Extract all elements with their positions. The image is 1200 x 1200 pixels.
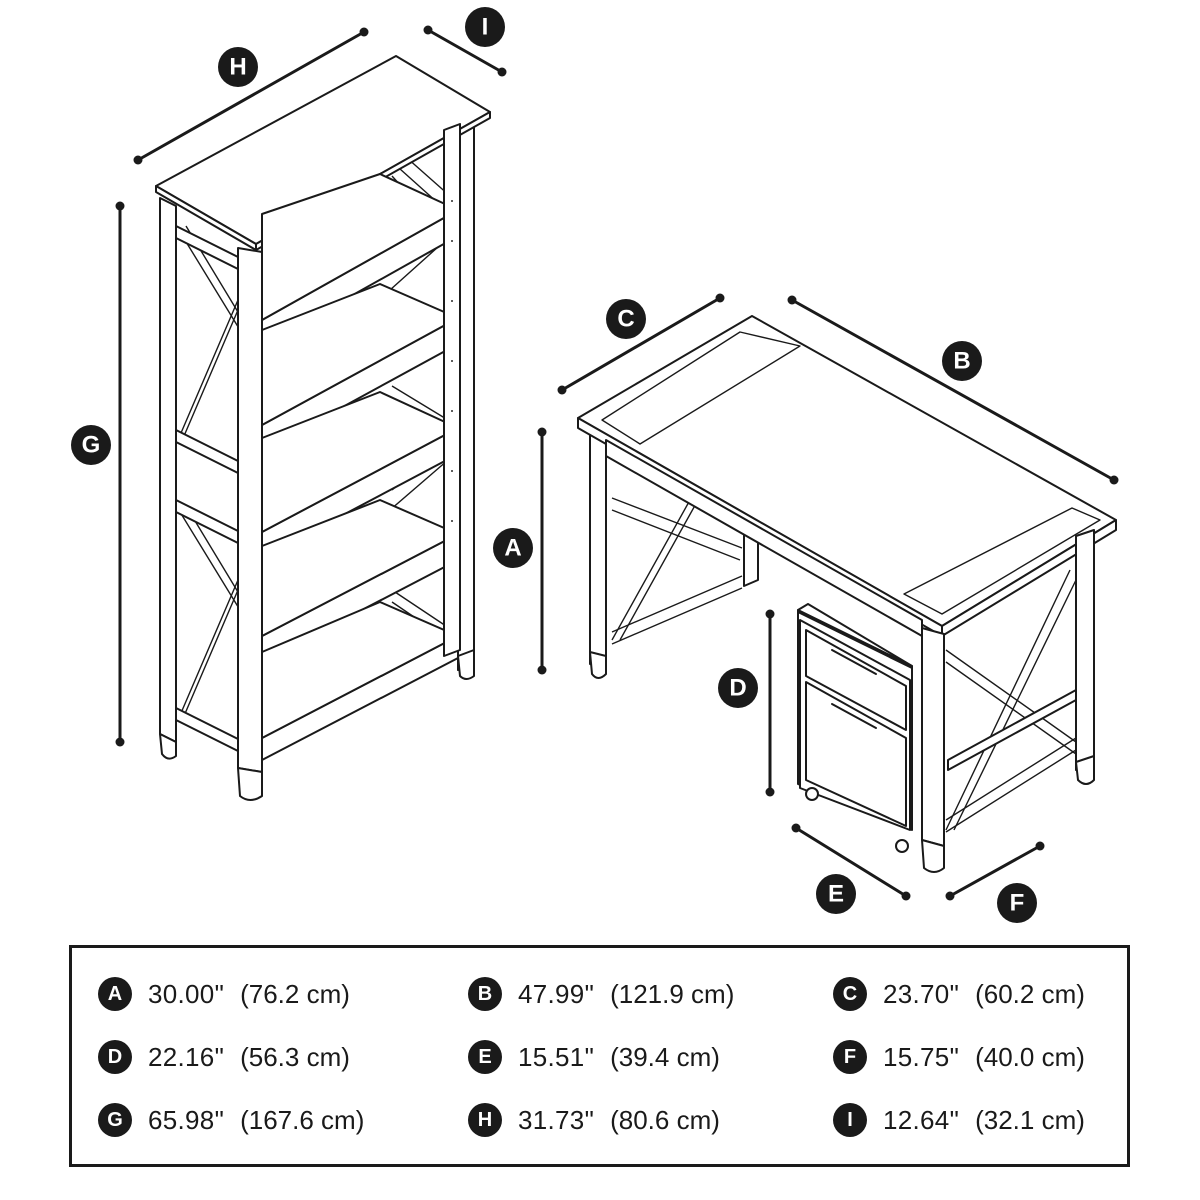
dimension-legend: A 30.00" (76.2 cm) B 47.99" (121.9 cm) C…: [69, 945, 1130, 1167]
bookcase-illustration: [155, 55, 491, 801]
legend-badge-D: D: [98, 1040, 132, 1074]
legend-entry-B: B 47.99" (121.9 cm): [468, 972, 734, 1016]
badge-E: E: [816, 874, 856, 914]
legend-inches-B: 47.99": [518, 978, 595, 1009]
legend-badge-E: E: [468, 1040, 502, 1074]
badge-F: F: [997, 883, 1037, 923]
legend-entry-G: G 65.98" (167.6 cm): [98, 1098, 364, 1142]
legend-inches-C: 23.70": [883, 978, 960, 1009]
badge-C: C: [606, 299, 646, 339]
badge-A-letter: A: [504, 535, 521, 562]
legend-inches-H: 31.73": [518, 1104, 595, 1135]
badge-B: B: [942, 341, 982, 381]
dimension-lines: [115, 25, 1119, 901]
legend-cm-G: (167.6 cm): [240, 1104, 365, 1135]
badge-B-letter: B: [953, 348, 970, 375]
legend-badge-I: I: [833, 1103, 867, 1137]
legend-cm-E: (39.4 cm): [610, 1041, 720, 1072]
legend-cm-B: (121.9 cm): [610, 978, 735, 1009]
legend-badge-B: B: [468, 977, 502, 1011]
badge-H: H: [218, 47, 258, 87]
legend-cm-H: (80.6 cm): [610, 1104, 720, 1135]
legend-cm-A: (76.2 cm): [240, 978, 350, 1009]
legend-entry-A: A 30.00" (76.2 cm): [98, 972, 350, 1016]
legend-cm-D: (56.3 cm): [240, 1041, 350, 1072]
legend-inches-D: 22.16": [148, 1041, 225, 1072]
legend-entry-E: E 15.51" (39.4 cm): [468, 1035, 720, 1079]
badge-D-letter: D: [729, 675, 746, 702]
dimension-drawing: H I G C B A D E F: [71, 7, 1119, 923]
legend-badge-G: G: [98, 1103, 132, 1137]
badge-I: I: [465, 7, 505, 47]
legend-entry-C: C 23.70" (60.2 cm): [833, 972, 1085, 1016]
legend-row: G 65.98" (167.6 cm) H 31.73" (80.6 cm) I…: [72, 1098, 1127, 1142]
legend-badge-C: C: [833, 977, 867, 1011]
badge-C-letter: C: [617, 306, 634, 333]
legend-cm-F: (40.0 cm): [975, 1041, 1085, 1072]
badge-G: G: [71, 425, 111, 465]
legend-cm-I: (32.1 cm): [975, 1104, 1085, 1135]
badge-A: A: [493, 528, 533, 568]
badge-H-letter: H: [229, 54, 246, 81]
legend-row: A 30.00" (76.2 cm) B 47.99" (121.9 cm) C…: [72, 972, 1127, 1016]
legend-row: D 22.16" (56.3 cm) E 15.51" (39.4 cm) F …: [72, 1035, 1127, 1079]
legend-badge-A: A: [98, 977, 132, 1011]
legend-badge-H: H: [468, 1103, 502, 1137]
badge-D: D: [718, 668, 758, 708]
legend-inches-I: 12.64": [883, 1104, 960, 1135]
legend-cm-C: (60.2 cm): [975, 978, 1085, 1009]
desk-illustration: [577, 315, 1117, 873]
badge-F-letter: F: [1010, 890, 1025, 917]
legend-entry-F: F 15.75" (40.0 cm): [833, 1035, 1085, 1079]
badge-I-letter: I: [482, 14, 489, 41]
legend-inches-E: 15.51": [518, 1041, 595, 1072]
legend-entry-D: D 22.16" (56.3 cm): [98, 1035, 350, 1079]
legend-entry-H: H 31.73" (80.6 cm): [468, 1098, 720, 1142]
legend-entry-I: I 12.64" (32.1 cm): [833, 1098, 1085, 1142]
legend-badge-F: F: [833, 1040, 867, 1074]
legend-inches-F: 15.75": [883, 1041, 960, 1072]
legend-inches-G: 65.98": [148, 1104, 225, 1135]
badge-E-letter: E: [828, 881, 844, 908]
badge-G-letter: G: [82, 432, 101, 459]
mobile-file-cabinet: [797, 603, 913, 853]
legend-inches-A: 30.00": [148, 978, 225, 1009]
